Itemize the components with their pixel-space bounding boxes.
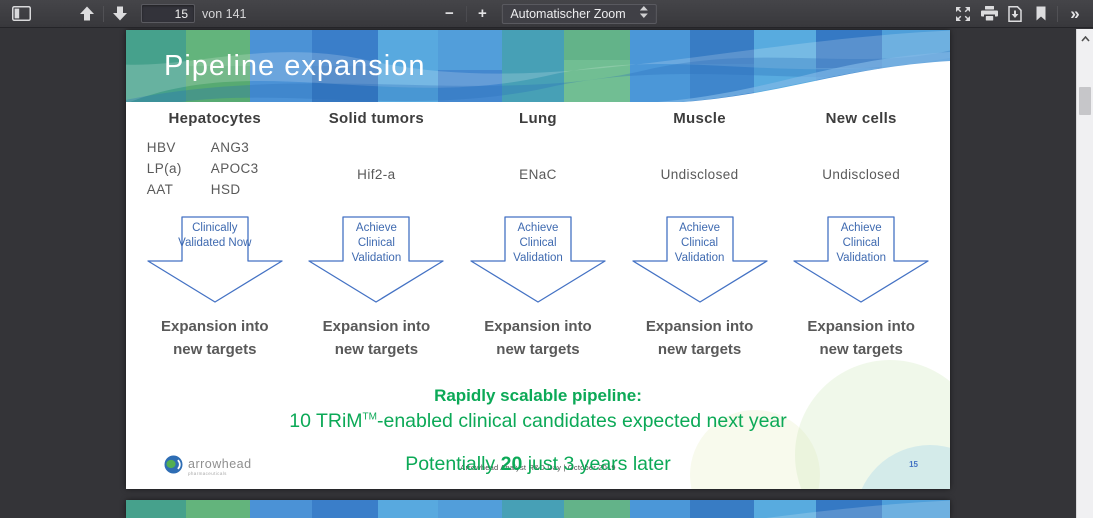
next-page-button[interactable] xyxy=(107,2,133,26)
validation-arrow: Achieve Clinical Validation xyxy=(468,216,608,304)
download-icon xyxy=(1008,5,1022,22)
arrowhead-logo-icon xyxy=(164,455,183,479)
column-header: Solid tumors xyxy=(328,110,425,127)
target-item: Hif2-a xyxy=(357,166,396,182)
target-item: Undisclosed xyxy=(822,166,901,182)
logo-subtitle-text: pharmaceuticals xyxy=(188,471,227,476)
slide-page-number: 15 xyxy=(909,460,918,469)
printer-icon xyxy=(980,6,998,21)
target-list: HBV ANG3 LP(a) APOC3 AAT HSD xyxy=(147,140,283,197)
toolbar-separator xyxy=(465,5,467,22)
expansion-text: Expansion into new targets xyxy=(807,318,915,359)
arrow-up-icon xyxy=(79,6,95,21)
arrow-label: Achieve Clinical Validation xyxy=(674,222,725,265)
zoom-level-value: Automatischer Zoom xyxy=(510,6,626,21)
sidebar-toggle-button[interactable] xyxy=(8,2,34,26)
page-number-input[interactable] xyxy=(141,4,195,23)
zoom-level-select[interactable]: Automatischer Zoom xyxy=(501,3,657,24)
summary-line-candidates: 10 TRiMTM-enabled clinical candidates ex… xyxy=(289,410,787,432)
toolbar-separator xyxy=(103,5,104,22)
toolbar-separator xyxy=(1057,5,1058,22)
column-new-cells: New cells Undisclosed Achieve Clinical V… xyxy=(780,110,942,362)
slide-header-mosaic xyxy=(126,500,950,518)
presentation-mode-button[interactable] xyxy=(950,2,976,26)
target-item: ANG3 xyxy=(210,140,250,155)
slide-title: Pipeline expansion xyxy=(164,50,426,82)
pdf-viewer-toolbar: von 141 − + Automatischer Zoom xyxy=(0,0,1093,28)
pdf-page-current: Pipeline expansion Hepatocytes HBV ANG3 … xyxy=(126,30,950,489)
previous-page-button[interactable] xyxy=(74,2,100,26)
scrollbar-up-button[interactable] xyxy=(1077,29,1093,46)
bookmark-icon xyxy=(1035,6,1047,21)
trademark-superscript: TM xyxy=(362,411,377,423)
target-item: APOC3 xyxy=(210,161,259,176)
pipeline-columns: Hepatocytes HBV ANG3 LP(a) APOC3 AAT HSD xyxy=(134,110,942,362)
target-item: HBV xyxy=(146,140,176,155)
pdf-viewer-area: Pipeline expansion Hepatocytes HBV ANG3 … xyxy=(0,29,1093,518)
target-item: LP(a) xyxy=(146,161,182,176)
column-muscle: Muscle Undisclosed Achieve Clinical Vali… xyxy=(619,110,781,362)
target-item: HSD xyxy=(210,182,241,197)
scrollbar-thumb[interactable] xyxy=(1079,87,1091,115)
validation-arrow: Achieve Clinical Validation xyxy=(791,216,931,304)
column-header: Muscle xyxy=(673,110,726,127)
arrowhead-logo: arrowhead pharmaceuticals xyxy=(164,455,252,479)
column-solid-tumors: Solid tumors Hif2-a Achieve Clinical Val… xyxy=(296,110,458,362)
arrow-label: Achieve Clinical Validation xyxy=(351,222,402,265)
expansion-text: Expansion into new targets xyxy=(161,318,269,359)
page-count-label: von 141 xyxy=(202,6,247,21)
column-header: New cells xyxy=(825,110,897,127)
zoom-out-button[interactable]: − xyxy=(436,2,462,26)
more-tools-button[interactable]: » xyxy=(1061,2,1087,26)
target-item: AAT xyxy=(146,182,174,197)
arrow-down-icon xyxy=(112,6,128,21)
minus-icon: − xyxy=(444,5,454,22)
arrow-label: Achieve Clinical Validation xyxy=(836,222,886,265)
validation-arrow: Achieve Clinical Validation xyxy=(630,216,770,304)
double-chevron-right-icon: » xyxy=(1070,3,1080,23)
zoom-in-button[interactable]: + xyxy=(469,2,495,26)
target-item: Undisclosed xyxy=(660,166,739,182)
column-header: Lung xyxy=(519,110,557,127)
validation-arrow: Achieve Clinical Validation xyxy=(306,216,446,304)
sidebar-toggle-icon xyxy=(11,6,31,21)
summary-headline: Rapidly scalable pipeline: xyxy=(434,386,642,405)
fullscreen-expand-icon xyxy=(955,6,971,22)
summary-line-potential: Potentially 20 just 3 years later xyxy=(405,453,671,475)
vertical-scrollbar[interactable] xyxy=(1076,29,1093,518)
expansion-text: Expansion into new targets xyxy=(645,318,754,359)
expansion-text: Expansion into new targets xyxy=(484,318,592,359)
validation-arrow: Clinically Validated Now xyxy=(145,216,285,304)
arrow-label: Achieve Clinical Validation xyxy=(513,222,563,265)
select-carets-icon xyxy=(639,6,648,21)
column-hepatocytes: Hepatocytes HBV ANG3 LP(a) APOC3 AAT HSD xyxy=(134,110,296,362)
expansion-text: Expansion into new targets xyxy=(322,318,431,359)
slide-footer-watermark: Arrowhead Analyst R&D Day | October 2019 xyxy=(460,463,616,472)
plus-icon: + xyxy=(477,5,487,22)
download-button[interactable] xyxy=(1002,2,1028,26)
caret-up-icon xyxy=(1081,29,1090,47)
bookmark-button[interactable] xyxy=(1028,2,1054,26)
print-button[interactable] xyxy=(976,2,1002,26)
pdf-page-next xyxy=(126,500,950,518)
arrow-label: Clinically Validated Now xyxy=(178,222,252,250)
target-item: ENaC xyxy=(519,166,557,182)
column-header: Hepatocytes xyxy=(168,110,262,127)
logo-name-text: arrowhead xyxy=(188,457,252,471)
column-lung: Lung ENaC Achieve Clinical Validation Ex… xyxy=(457,110,619,362)
slide-header-mosaic xyxy=(126,30,950,102)
